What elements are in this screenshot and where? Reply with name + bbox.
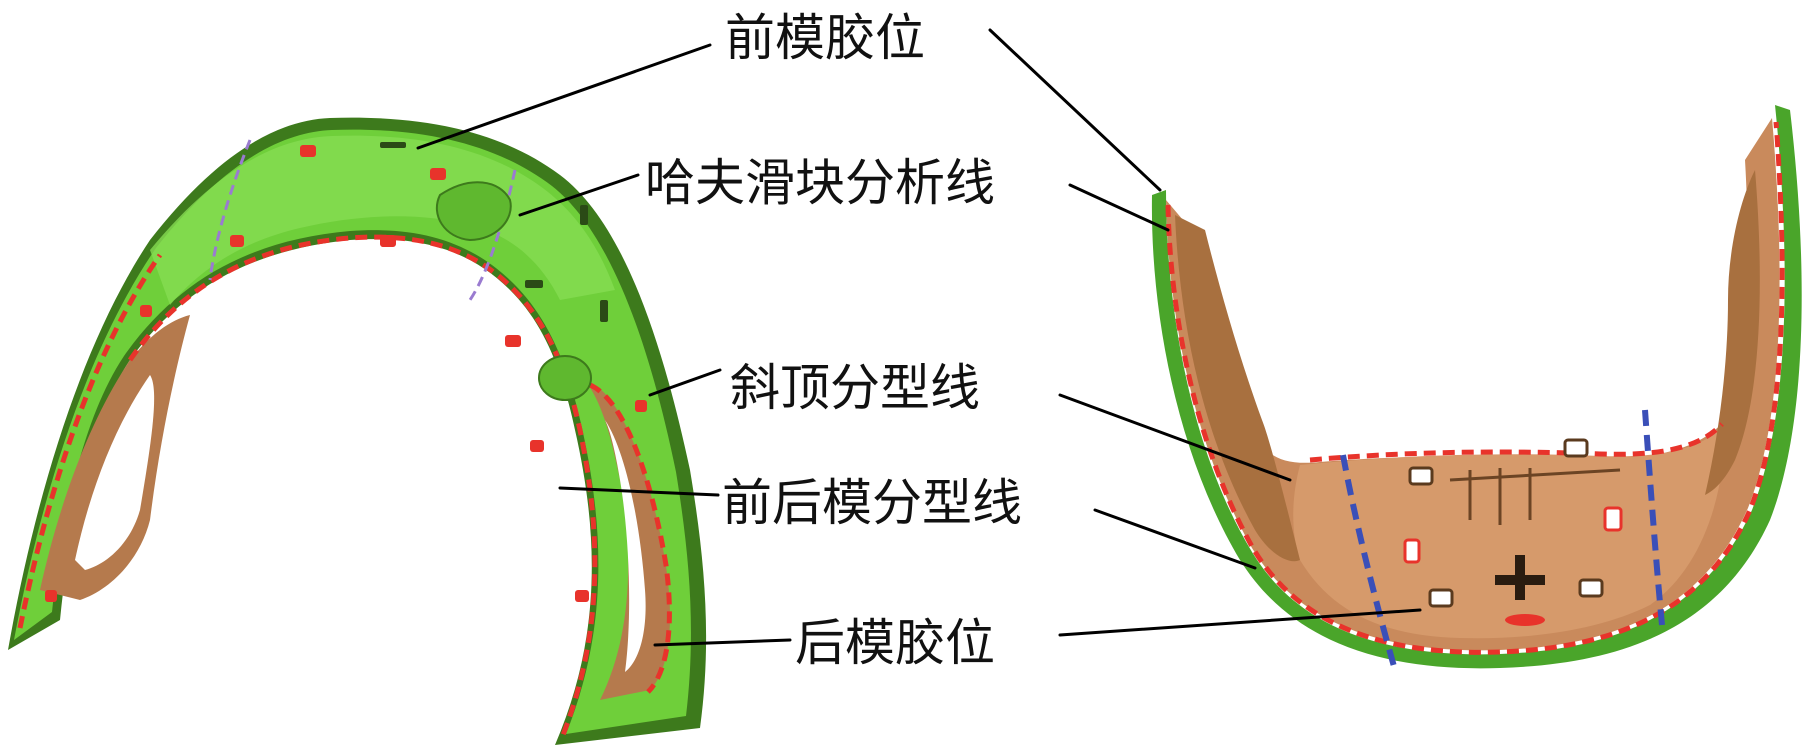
leader-parting-left xyxy=(558,486,720,497)
rear-mold-cross xyxy=(1495,555,1545,600)
lifter-line-right xyxy=(1642,409,1665,626)
label-front-rear-parting-line: 前后模分型线 xyxy=(722,474,1022,532)
lifter-line-left xyxy=(1340,454,1398,671)
label-lifter-parting-line: 斜顶分型线 xyxy=(730,359,980,417)
front-mold-left-window-hole xyxy=(75,375,155,570)
rear-mold-red-pad xyxy=(1505,614,1545,626)
front-mold-right-window-hole xyxy=(605,420,646,672)
front-mold-parting-line xyxy=(17,234,598,736)
rear-mold-floor xyxy=(1293,425,1725,639)
rear-mold-left-wall xyxy=(1175,215,1300,562)
rear-mold-right-wall xyxy=(1705,170,1760,495)
leader-rear-glue-left xyxy=(653,638,792,647)
leader-parting-right xyxy=(1093,508,1257,570)
leader-lifter-left xyxy=(648,368,722,397)
front-mold-round-boss xyxy=(538,355,592,401)
label-hafu-slider-line: 哈夫滑块分析线 xyxy=(645,154,995,212)
front-mold-slots xyxy=(380,142,608,322)
leader-slider-left xyxy=(518,173,640,217)
front-mold-part xyxy=(8,117,707,746)
leader-rear-glue-right xyxy=(1058,608,1422,637)
rear-mold-part xyxy=(1151,105,1802,671)
front-mold-right-window-line xyxy=(588,382,672,694)
front-mold-boss xyxy=(435,181,512,242)
rear-mold-ribs xyxy=(1449,468,1621,525)
leader-front-glue-left xyxy=(416,43,712,150)
front-mold-top-band xyxy=(150,135,615,305)
label-front-mold-glue: 前模胶位 xyxy=(725,9,925,67)
rear-mold-parting-line xyxy=(1165,121,1785,655)
leader-slider-right xyxy=(1068,183,1170,232)
leader-lifter-right xyxy=(1058,393,1292,482)
label-rear-mold-glue: 后模胶位 xyxy=(795,614,995,672)
rear-mold-slots xyxy=(1403,438,1623,608)
labels: 前模胶位 哈夫滑块分析线 斜顶分型线 前后模分型线 后模胶位 xyxy=(645,9,1022,672)
leader-front-glue-right xyxy=(988,28,1162,192)
slider-analysis-line xyxy=(208,139,517,301)
leader-lines xyxy=(416,28,1422,647)
